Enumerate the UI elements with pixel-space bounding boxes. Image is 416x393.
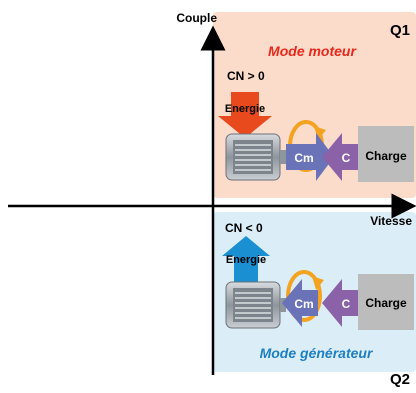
- q2-label: Q2: [390, 371, 410, 388]
- q2-mode-title: Mode générateur: [260, 345, 374, 361]
- q1-energy-arrow: [218, 92, 272, 138]
- q2-energy-arrow: [222, 236, 270, 286]
- q1-load-box: [358, 126, 414, 182]
- q1-cm-label: Cm: [294, 151, 313, 165]
- q1-c-label: C: [342, 151, 351, 165]
- q2-c-arrow: [322, 279, 358, 327]
- q1-energy-label: Energie: [225, 103, 265, 115]
- q2-load-label: Charge: [365, 296, 407, 310]
- q1-label: Q1: [390, 22, 410, 39]
- q2-cm-arrow: [282, 279, 318, 327]
- q1-cn-label: CN > 0: [227, 69, 265, 83]
- q1-cm-arrow: [286, 133, 334, 181]
- x-axis-label: Vitesse: [370, 214, 412, 228]
- q1-motor: [225, 133, 286, 181]
- q1-load-label: Charge: [365, 149, 407, 163]
- y-axis-label: Couple: [176, 11, 217, 25]
- q2-c-label: C: [342, 297, 351, 311]
- q2-energy-label: Energie: [226, 254, 266, 266]
- q2-cm-label: Cm: [294, 297, 313, 311]
- q1-mode-title: Mode moteur: [268, 43, 357, 59]
- q2-cn-label: CN < 0: [225, 221, 263, 235]
- q2-load-box: [358, 274, 414, 330]
- q1-c-arrow: [322, 133, 358, 181]
- q2-motor: [225, 281, 286, 329]
